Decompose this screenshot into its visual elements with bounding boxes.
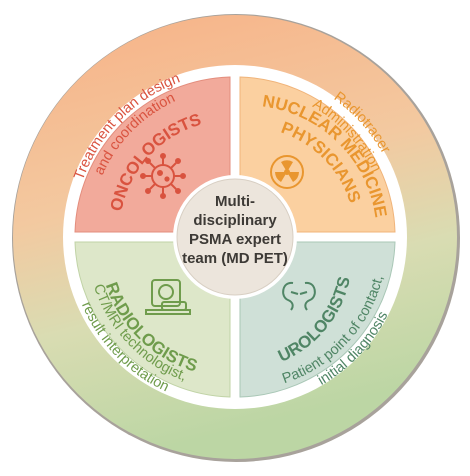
center-line-1: Multi-: [215, 193, 255, 210]
center-line-2: disciplinary: [193, 212, 277, 229]
virus-icon: [140, 153, 186, 199]
center-line-3: PSMA expert: [189, 231, 281, 248]
kidney-icon: [282, 281, 316, 311]
center-line-4: team (MD PET): [182, 250, 288, 267]
radiation-icon: [270, 155, 304, 189]
center-circle: [176, 178, 294, 296]
scanner-icon: [145, 279, 191, 315]
